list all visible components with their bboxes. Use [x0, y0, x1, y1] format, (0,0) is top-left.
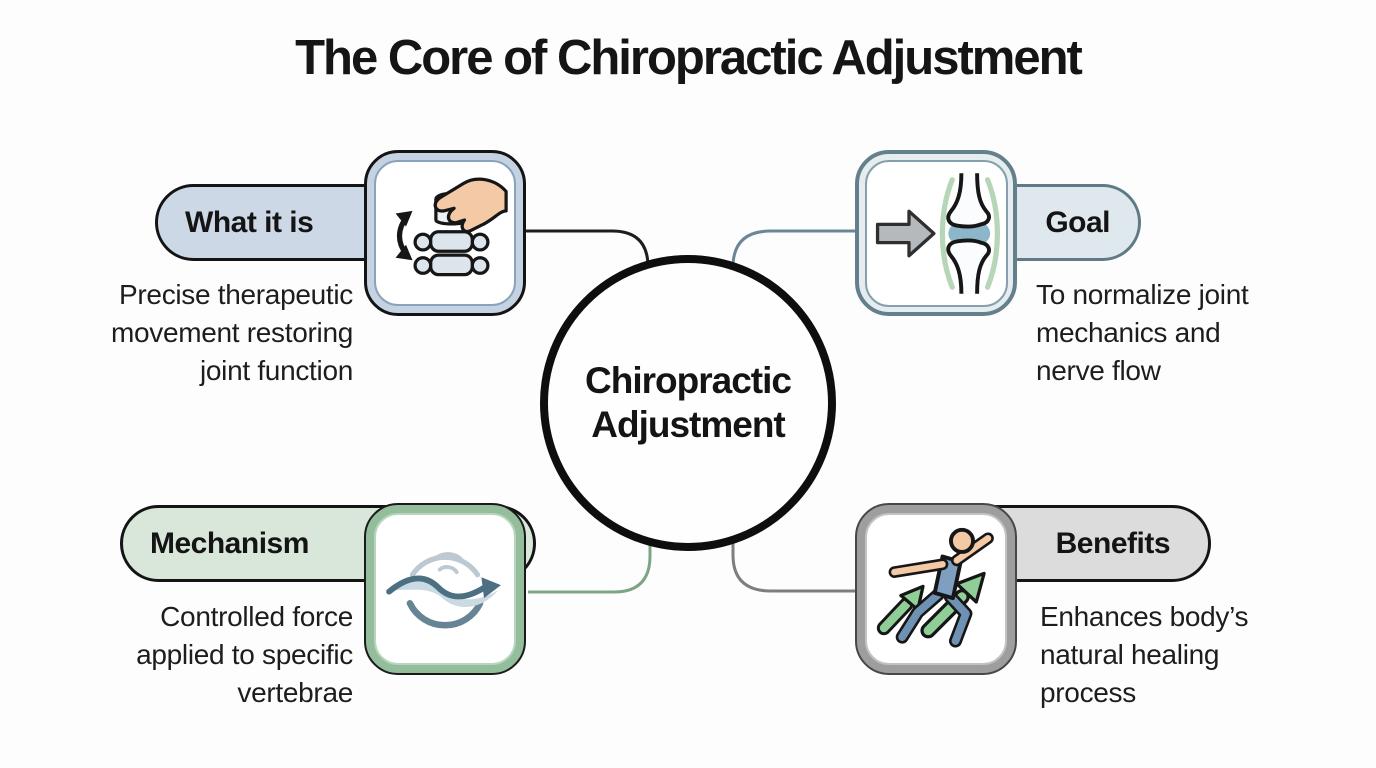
description-what-it-is: Precise therapeutic movement restoring j… [110, 279, 353, 387]
central-node-label: Chiropractic Adjustment [585, 360, 792, 445]
description-mechanism: Controlled force applied to specific ver… [136, 601, 353, 709]
icon-box-what-it-is-inner [374, 160, 516, 306]
force-arrow-joint-icon [875, 172, 1000, 294]
active-person-recovery-icon [876, 527, 994, 648]
icon-box-goal-inner [864, 159, 1008, 307]
icon-box-mechanism-inner [374, 513, 516, 665]
controlled-force-wave-icon [386, 552, 501, 629]
icon-box-goal [855, 150, 1017, 316]
icon-box-benefits [855, 503, 1017, 675]
pill-goal-label: Goal [1045, 205, 1110, 239]
icon-box-mechanism [364, 503, 526, 675]
connector-benefits [731, 500, 856, 593]
pill-what-it-is-label: What it is [185, 205, 314, 239]
description-benefits: Enhances body’s natural healing process [1040, 601, 1249, 709]
description-goal: To normalize joint mechanics and nerve f… [1036, 279, 1249, 387]
page-title: The Core of Chiropractic Adjustment [295, 31, 1083, 85]
pill-mechanism-label: Mechanism [150, 526, 309, 560]
pill-benefits-label: Benefits [1055, 526, 1171, 560]
icon-box-what-it-is [364, 150, 526, 316]
connector-mechanism [528, 500, 652, 594]
icon-box-benefits-inner [865, 513, 1007, 665]
hand-adjusting-spine-icon [395, 177, 508, 277]
central-node: Chiropractic Adjustment [540, 255, 836, 551]
